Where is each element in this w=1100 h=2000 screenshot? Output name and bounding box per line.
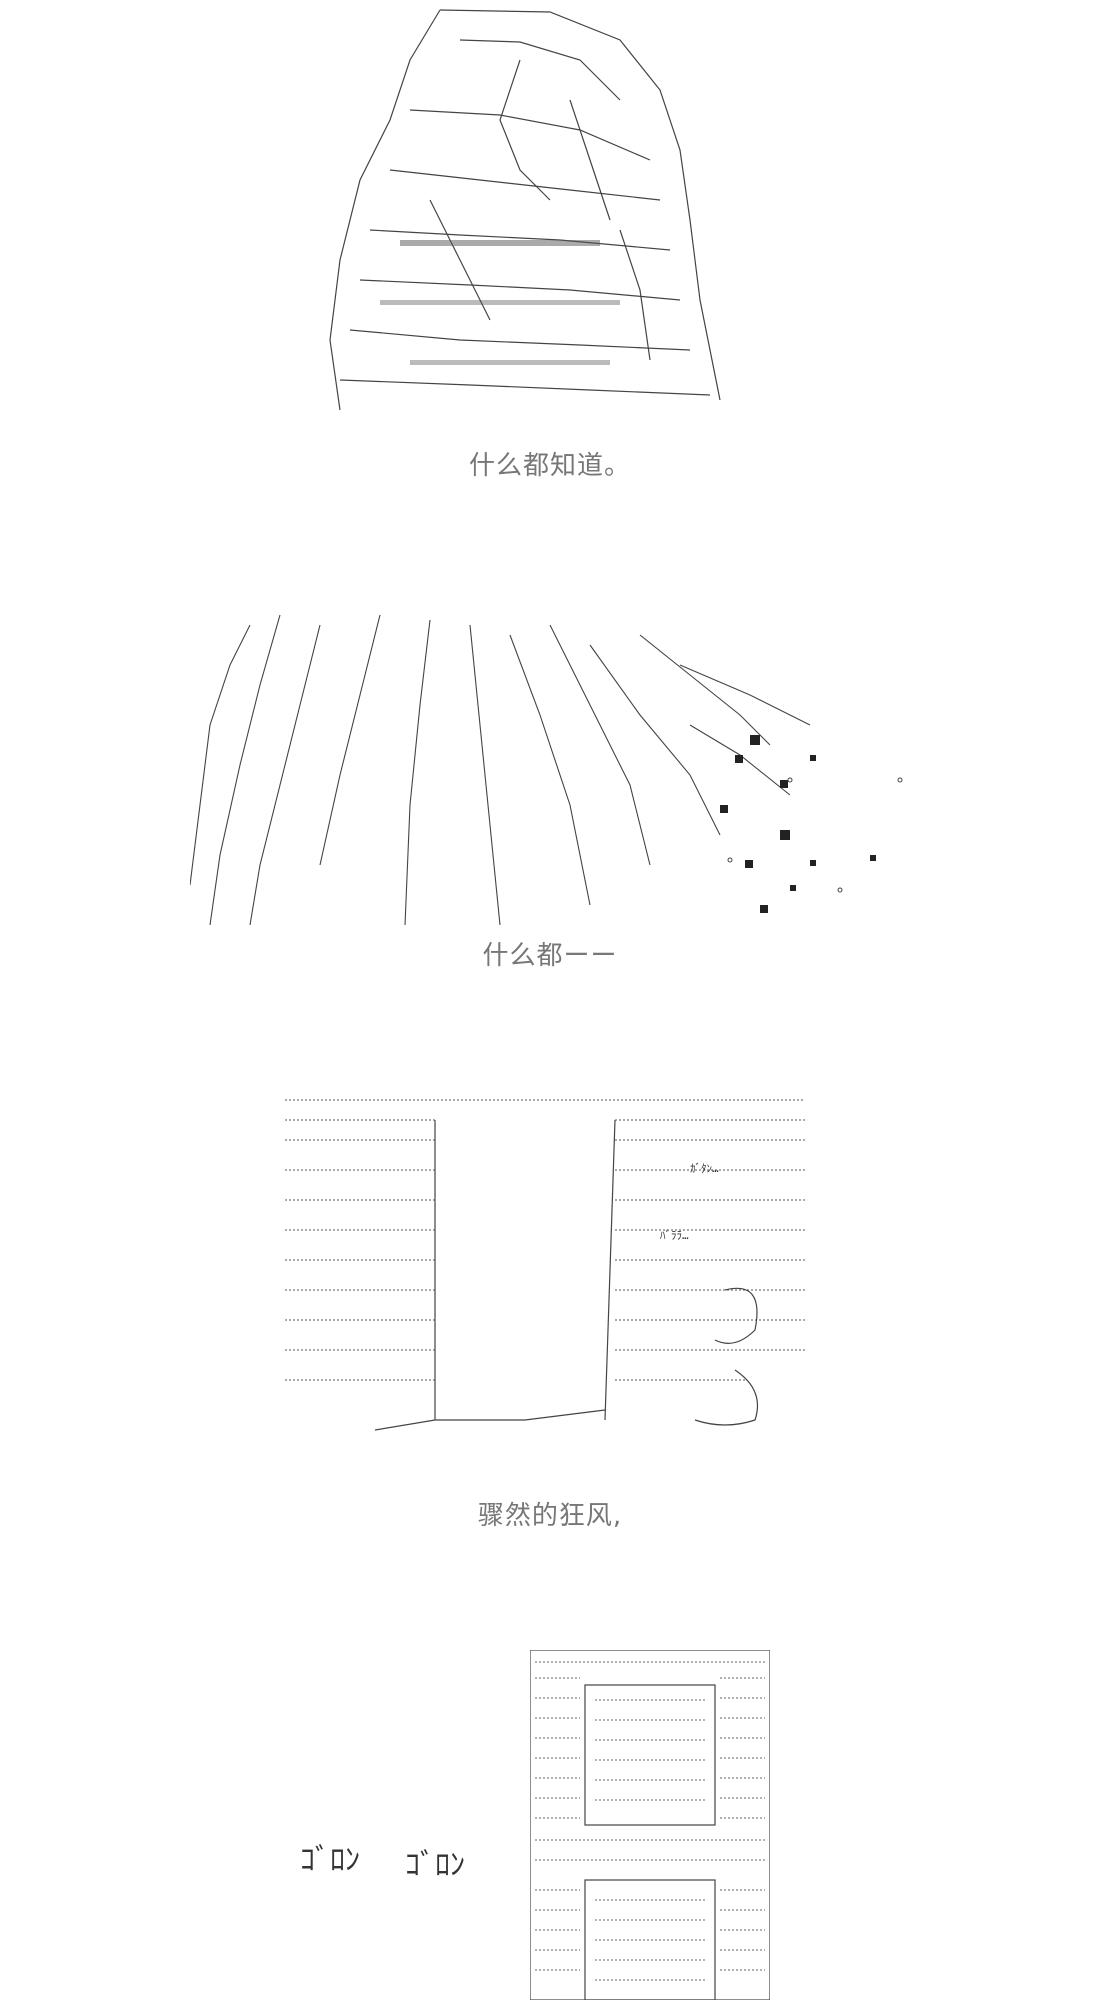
panel-2: 什么都ーー <box>0 590 1100 980</box>
ascii-art-figure-2 <box>190 605 920 935</box>
ascii-art-figure-3 <box>285 1090 805 1470</box>
caption-1: 什么都知道。 <box>468 451 631 481</box>
caption-2: 什么都ーー <box>482 941 618 971</box>
sfx-goron-1: ｺﾞﾛﾝ <box>300 1843 360 1878</box>
panel-4: ｺﾞﾛﾝ ｺﾞﾛﾝ <box>0 1640 1100 2000</box>
ascii-art-figure-4 <box>530 1650 770 2000</box>
sfx-goron-2: ｺﾞﾛﾝ <box>405 1848 465 1883</box>
sfx-text-2: ﾊﾞﾗﾗ… <box>660 1229 689 1242</box>
caption-3: 骤然的狂风, <box>477 1501 623 1531</box>
panel-3: ｶﾞﾀﾝ… ﾊﾞﾗﾗ… 骤然的狂风, <box>0 1080 1100 1560</box>
sfx-text-1: ｶﾞﾀﾝ… <box>690 1162 719 1175</box>
ascii-art-figure-1 <box>320 0 780 420</box>
panel-1: 什么都知道。 <box>0 0 1100 481</box>
